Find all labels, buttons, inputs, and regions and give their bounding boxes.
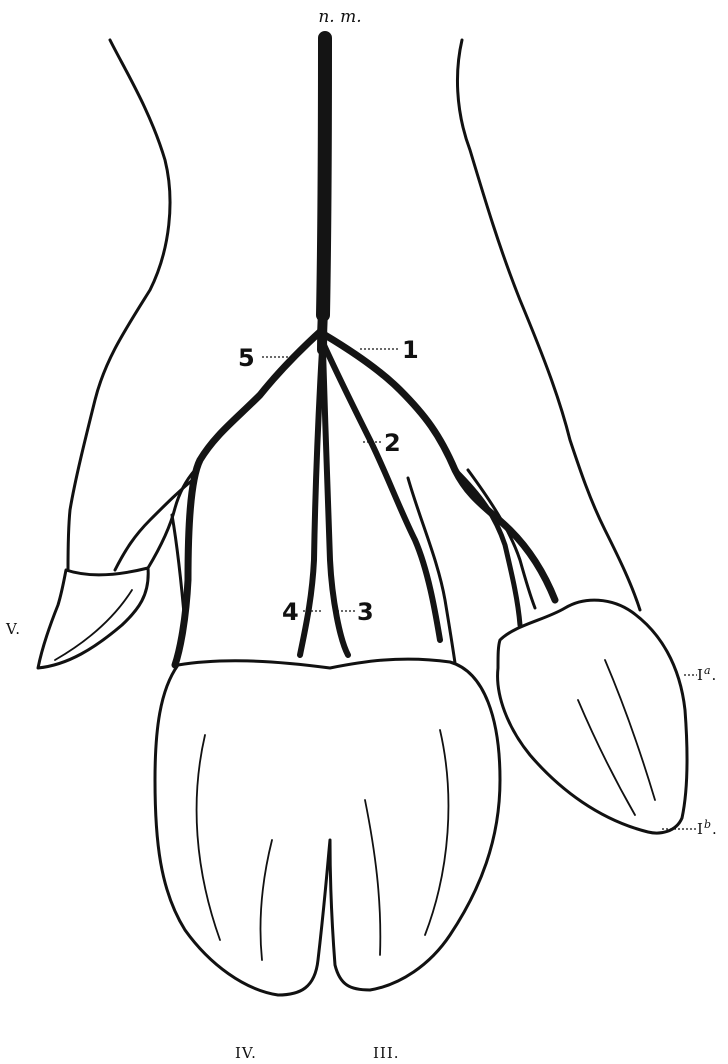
hoof-i xyxy=(498,600,687,833)
limb-outline xyxy=(68,40,640,610)
hoof-v xyxy=(38,568,148,668)
digit-label-ia: Ia. xyxy=(697,664,717,684)
digit-label-v: V. xyxy=(5,620,21,638)
branch-label-4: 4 xyxy=(282,598,299,626)
left-limb-contour xyxy=(68,40,170,570)
hoof-v-shape xyxy=(38,568,148,668)
branch-label-2: 2 xyxy=(384,429,401,457)
median-nerve xyxy=(175,38,555,665)
branch-4 xyxy=(300,350,322,655)
digit-label-iii: III. xyxy=(373,1044,400,1062)
digit-label-ib: Ib. xyxy=(697,818,718,838)
branch-2 xyxy=(324,345,440,640)
nerve-trunk xyxy=(323,38,325,315)
branch-3 xyxy=(323,350,348,655)
digit-label-iv: IV. xyxy=(235,1044,257,1062)
strand-right-mid xyxy=(408,478,458,685)
branch-label-1: 1 xyxy=(402,336,419,364)
nerve-label: n. m. xyxy=(318,7,361,27)
branch-label-3: 3 xyxy=(357,598,374,626)
branch-5 xyxy=(175,330,322,665)
right-limb-contour xyxy=(457,40,640,610)
branch-label-5: 5 xyxy=(238,344,255,372)
main-hooves xyxy=(155,659,500,995)
hoof-i-shape xyxy=(498,600,687,833)
branch-1-lateral xyxy=(455,470,520,625)
